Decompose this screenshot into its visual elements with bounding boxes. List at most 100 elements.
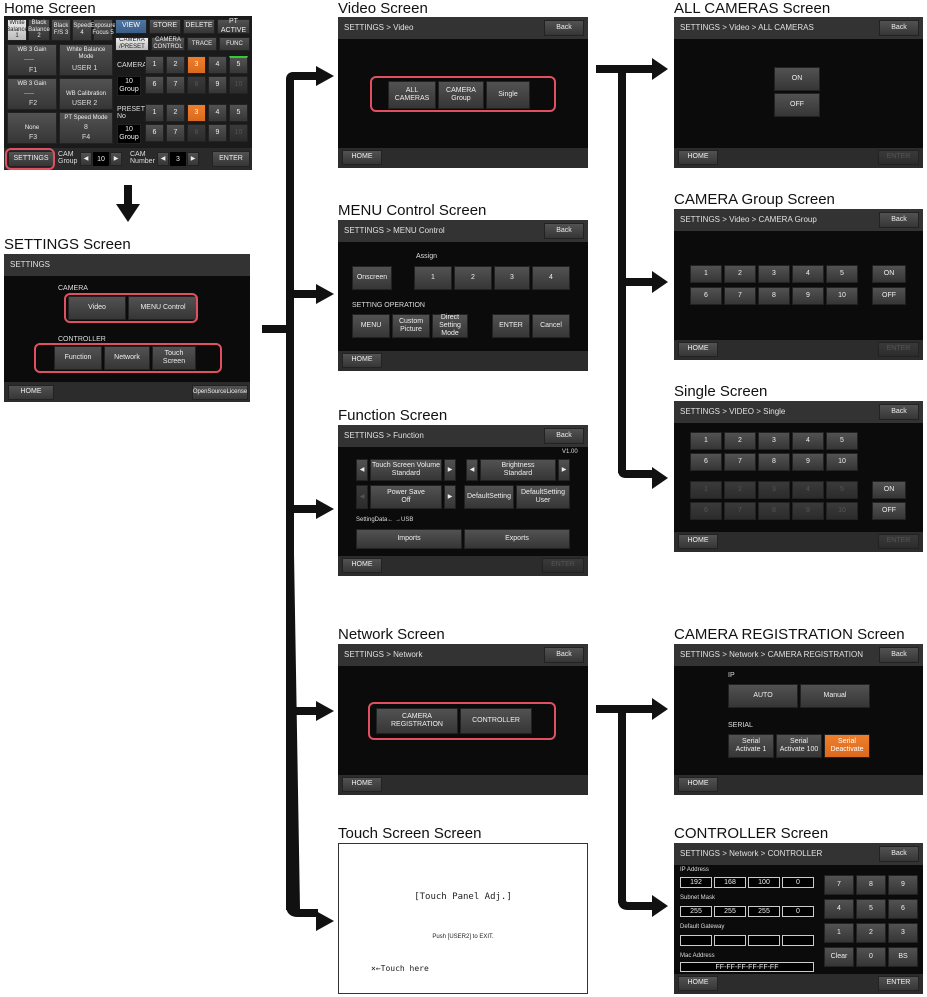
camera-registration-manual-button[interactable]: Manual xyxy=(800,684,870,708)
all-cameras-back-button[interactable]: Back xyxy=(879,20,919,36)
controller-key-5[interactable]: 5 xyxy=(856,899,886,919)
single-camera-6[interactable]: 6 xyxy=(690,502,722,520)
all-cameras-enter-button[interactable]: ENTER xyxy=(878,150,919,165)
network-back-button[interactable]: Back xyxy=(544,647,584,663)
all-cameras-on-button[interactable]: ON xyxy=(774,67,820,91)
home-subtab-trace[interactable]: TRACE xyxy=(187,37,217,51)
camera-group-5[interactable]: 5 xyxy=(826,265,858,283)
home-preset-group[interactable]: 10 Group xyxy=(117,124,141,144)
single-back-button[interactable]: Back xyxy=(879,404,919,420)
single-group-9[interactable]: 9 xyxy=(792,453,824,471)
home-tab-exposure-focus[interactable]: Exposure Focus 5 xyxy=(90,19,116,41)
single-camera-5[interactable]: 5 xyxy=(826,481,858,499)
camera-group-back-button[interactable]: Back xyxy=(879,212,919,228)
video-camera-group-button[interactable]: CAMERA Group xyxy=(438,81,484,109)
controller-gateway-octet-2[interactable] xyxy=(714,935,746,946)
home-cell-f3[interactable]: None xyxy=(7,112,57,144)
all-cameras-off-button[interactable]: OFF xyxy=(774,93,820,117)
camera-group-7[interactable]: 7 xyxy=(724,287,756,305)
controller-key-bs[interactable]: BS xyxy=(888,947,918,967)
menu-control-assign-4[interactable]: 4 xyxy=(532,266,570,290)
function-brightness-prev[interactable]: ◀ xyxy=(466,459,478,481)
controller-gateway-octet-4[interactable] xyxy=(782,935,814,946)
home-view-button[interactable]: VIEW xyxy=(115,19,147,34)
home-cam-number-next[interactable]: ▶ xyxy=(187,152,199,166)
single-group-4[interactable]: 4 xyxy=(792,432,824,450)
controller-key-1[interactable]: 1 xyxy=(824,923,854,943)
camera-group-3[interactable]: 3 xyxy=(758,265,790,283)
video-back-button[interactable]: Back xyxy=(544,20,584,36)
camera-group-2[interactable]: 2 xyxy=(724,265,756,283)
all-cameras-home-button[interactable]: HOME xyxy=(678,150,718,165)
menu-control-menu-button[interactable]: MENU xyxy=(352,314,390,338)
home-tab-white-balance[interactable]: White Balance 1 xyxy=(6,19,28,41)
home-preset-3[interactable]: 3 xyxy=(187,104,206,122)
single-camera-8[interactable]: 8 xyxy=(758,502,790,520)
controller-gateway-octet-3[interactable] xyxy=(748,935,780,946)
function-back-button[interactable]: Back xyxy=(544,428,584,444)
controller-key-8[interactable]: 8 xyxy=(856,875,886,895)
home-preset-2[interactable]: 2 xyxy=(166,104,185,122)
single-camera-10[interactable]: 10 xyxy=(826,502,858,520)
controller-ip-octet-4[interactable]: 0 xyxy=(782,877,814,888)
settings-home-button[interactable]: HOME xyxy=(8,385,54,400)
home-camera-5[interactable]: 5 xyxy=(229,56,248,74)
home-tab-black-balance[interactable]: Black Balance 2 xyxy=(28,19,50,41)
home-cell-pt-speed[interactable]: PT Speed Mode xyxy=(59,112,113,144)
home-cell-wb-mode[interactable]: White Balance Mode xyxy=(59,44,113,76)
video-single-button[interactable]: Single xyxy=(486,81,530,109)
function-power-save-next[interactable]: ▶ xyxy=(444,485,456,509)
home-preset-6[interactable]: 6 xyxy=(145,124,164,142)
single-group-1[interactable]: 1 xyxy=(690,432,722,450)
home-subtab-camera-preset[interactable]: CAMERA /PRESET xyxy=(115,37,149,51)
settings-license-button[interactable]: OpenSourceLicense xyxy=(192,385,248,400)
controller-gateway-octet-1[interactable] xyxy=(680,935,712,946)
controller-key-2[interactable]: 2 xyxy=(856,923,886,943)
video-all-cameras-button[interactable]: ALL CAMERAS xyxy=(388,81,436,109)
function-enter-button[interactable]: ENTER xyxy=(542,558,584,573)
single-camera-9[interactable]: 9 xyxy=(792,502,824,520)
function-imports-button[interactable]: Imports xyxy=(356,529,462,549)
camera-group-home-button[interactable]: HOME xyxy=(678,342,718,357)
home-enter-button[interactable]: ENTER xyxy=(212,151,250,167)
home-preset-10[interactable]: 10 xyxy=(229,124,248,142)
home-preset-5[interactable]: 5 xyxy=(229,104,248,122)
home-camera-8[interactable]: 8 xyxy=(187,76,206,94)
single-enter-button[interactable]: ENTER xyxy=(878,534,919,549)
single-camera-3[interactable]: 3 xyxy=(758,481,790,499)
home-preset-1[interactable]: 1 xyxy=(145,104,164,122)
camera-registration-auto-button[interactable]: AUTO xyxy=(728,684,798,708)
controller-subnet-octet-4[interactable]: 0 xyxy=(782,906,814,917)
controller-subnet-octet-3[interactable]: 255 xyxy=(748,906,780,917)
single-group-3[interactable]: 3 xyxy=(758,432,790,450)
menu-control-assign-2[interactable]: 2 xyxy=(454,266,492,290)
camera-group-enter-button[interactable]: ENTER xyxy=(878,342,919,357)
controller-subnet-octet-2[interactable]: 255 xyxy=(714,906,746,917)
settings-video-button[interactable]: Video xyxy=(68,296,126,320)
function-default-setting-user-button[interactable]: DefaultSetting User xyxy=(516,485,570,509)
home-store-button[interactable]: STORE xyxy=(149,19,181,34)
single-camera-2[interactable]: 2 xyxy=(724,481,756,499)
menu-control-assign-3[interactable]: 3 xyxy=(494,266,530,290)
single-group-10[interactable]: 10 xyxy=(826,453,858,471)
camera-registration-serial-deactivate-button[interactable]: Serial Deactivate xyxy=(824,734,870,758)
function-exports-button[interactable]: Exports xyxy=(464,529,570,549)
single-off-button[interactable]: OFF xyxy=(872,502,906,520)
controller-subnet-octet-1[interactable]: 255 xyxy=(680,906,712,917)
home-cell-f1[interactable]: WB 3 Gain xyxy=(7,44,57,76)
home-camera-9[interactable]: 9 xyxy=(208,76,227,94)
menu-control-enter-button[interactable]: ENTER xyxy=(492,314,530,338)
home-preset-4[interactable]: 4 xyxy=(208,104,227,122)
controller-key-6[interactable]: 6 xyxy=(888,899,918,919)
function-volume-prev[interactable]: ◀ xyxy=(356,459,368,481)
camera-group-8[interactable]: 8 xyxy=(758,287,790,305)
settings-function-button[interactable]: Function xyxy=(54,346,102,370)
controller-key-3[interactable]: 3 xyxy=(888,923,918,943)
home-cell-f2[interactable]: WB 3 Gain xyxy=(7,78,57,110)
camera-group-1[interactable]: 1 xyxy=(690,265,722,283)
single-on-button[interactable]: ON xyxy=(872,481,906,499)
camera-registration-back-button[interactable]: Back xyxy=(879,647,919,663)
home-subtab-camera-control[interactable]: CAMERA CONTROL xyxy=(151,37,185,51)
controller-key-clear[interactable]: Clear xyxy=(824,947,854,967)
single-group-8[interactable]: 8 xyxy=(758,453,790,471)
